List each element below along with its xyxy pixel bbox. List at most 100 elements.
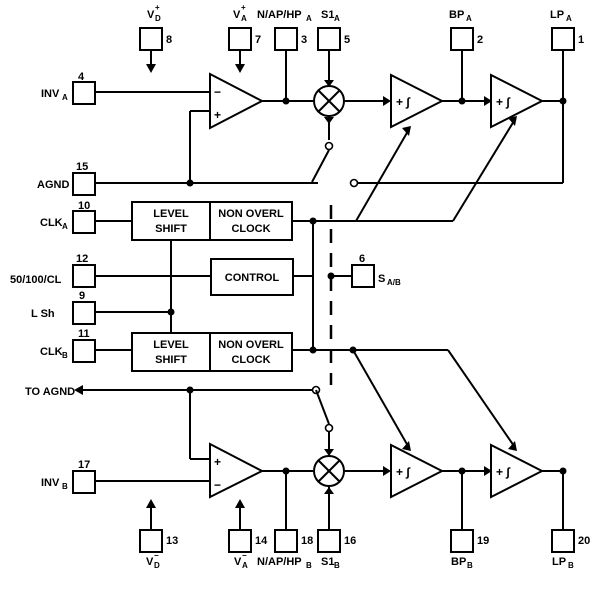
svg-text:50/100/CL: 50/100/CL <box>10 274 62 286</box>
pin-clkb: CLK B 11 <box>40 328 132 363</box>
svg-text:19: 19 <box>477 535 489 547</box>
nonoverl-clock-a: NON OVERL CLOCK <box>209 116 517 241</box>
svg-text:CLOCK: CLOCK <box>231 223 270 235</box>
control-block: CONTROL <box>210 258 313 296</box>
svg-text:−: − <box>214 85 221 99</box>
svg-text:B: B <box>467 561 473 570</box>
svg-text:5: 5 <box>344 34 350 46</box>
svg-text:B: B <box>306 561 312 570</box>
svg-text:B: B <box>568 561 574 570</box>
nonoverl-clock-b: NON OVERL CLOCK <box>209 332 517 451</box>
pin-ratio: 50/100/CL 12 <box>10 253 211 288</box>
svg-text:A/B: A/B <box>387 278 401 287</box>
pin-va-minus: 14 V A − <box>228 499 268 570</box>
svg-text:10: 10 <box>78 200 90 212</box>
pin-inva: INV A 4 <box>41 71 212 105</box>
pin-lsh: L Sh 9 <box>31 290 171 325</box>
pin-sab: 6 S A/B <box>327 253 401 288</box>
svg-text:+: + <box>241 3 246 12</box>
svg-text:B: B <box>334 561 340 570</box>
svg-text:A: A <box>242 561 248 570</box>
switch-a <box>311 141 563 188</box>
pin-vd-minus: 13 V D − <box>139 499 178 570</box>
svg-text:B: B <box>62 351 68 360</box>
svg-text:6: 6 <box>359 253 365 265</box>
svg-text:+ ∫: + ∫ <box>496 465 511 479</box>
svg-text:+: + <box>214 455 221 469</box>
svg-text:CONTROL: CONTROL <box>225 272 280 284</box>
integrator-a2: + ∫ <box>490 50 567 183</box>
pin-agnd: AGND 15 <box>37 161 318 196</box>
svg-text:CLK: CLK <box>40 217 63 229</box>
svg-text:+: + <box>155 3 160 12</box>
svg-text:N/AP/HP: N/AP/HP <box>257 9 302 21</box>
pin-vd-plus: 8 V D + <box>139 3 172 73</box>
pin-lpb: 20 LP B <box>551 529 590 570</box>
svg-text:LEVEL: LEVEL <box>153 208 189 220</box>
svg-text:9: 9 <box>79 290 85 302</box>
svg-text:NON OVERL: NON OVERL <box>218 208 284 220</box>
svg-text:CLOCK: CLOCK <box>231 354 270 366</box>
svg-text:18: 18 <box>301 535 313 547</box>
svg-text:V: V <box>147 9 155 21</box>
svg-text:CLK: CLK <box>40 346 63 358</box>
pin-s1b: 16 S1 B <box>317 529 356 570</box>
svg-text:N/AP/HP: N/AP/HP <box>257 556 302 568</box>
svg-text:A: A <box>62 222 68 231</box>
pin-s1a: 5 S1 A <box>317 9 350 51</box>
svg-text:L Sh: L Sh <box>31 308 55 320</box>
svg-text:A: A <box>466 14 472 23</box>
svg-text:17: 17 <box>78 459 90 471</box>
summing-node-b <box>313 432 391 530</box>
svg-text:AGND: AGND <box>37 179 69 191</box>
pin-nap-hp-a: 3 N/AP/HP A <box>257 9 312 51</box>
svg-text:NON OVERL: NON OVERL <box>218 339 284 351</box>
svg-text:TO AGND: TO AGND <box>25 386 75 398</box>
svg-text:SHIFT: SHIFT <box>155 354 187 366</box>
svg-text:16: 16 <box>344 535 356 547</box>
svg-text:−: − <box>242 551 247 560</box>
pin-clka: CLK A 10 <box>40 200 132 234</box>
integrator-b2: + ∫ <box>490 443 567 530</box>
svg-text:INV: INV <box>41 88 60 100</box>
svg-text:S: S <box>378 273 385 285</box>
svg-text:LP: LP <box>550 9 564 21</box>
svg-text:V: V <box>146 556 154 568</box>
pin-nap-hp-b: 18 N/AP/HP B <box>257 529 313 570</box>
svg-text:+ ∫: + ∫ <box>496 95 511 109</box>
svg-text:A: A <box>334 14 340 23</box>
svg-text:A: A <box>566 14 572 23</box>
svg-text:LEVEL: LEVEL <box>153 339 189 351</box>
svg-text:7: 7 <box>255 34 261 46</box>
svg-text:V: V <box>233 9 241 21</box>
svg-text:12: 12 <box>76 253 88 265</box>
svg-text:A: A <box>62 93 68 102</box>
switch-b <box>311 385 334 433</box>
pin-lpa: 1 LP A <box>550 9 584 51</box>
svg-text:20: 20 <box>578 535 590 547</box>
svg-text:BP: BP <box>449 9 464 21</box>
level-shift-a: LEVEL SHIFT <box>131 201 211 241</box>
level-shift-b: LEVEL SHIFT <box>131 332 211 372</box>
svg-text:B: B <box>62 482 68 491</box>
integrator-a1: + ∫ <box>390 50 492 129</box>
svg-text:11: 11 <box>78 328 90 340</box>
summing-node-a <box>313 50 391 140</box>
svg-text:−: − <box>154 551 159 560</box>
svg-text:+ ∫: + ∫ <box>396 465 411 479</box>
svg-text:+ ∫: + ∫ <box>396 95 411 109</box>
to-agnd: TO AGND <box>25 385 312 460</box>
svg-text:LP: LP <box>552 556 566 568</box>
svg-text:15: 15 <box>76 161 88 173</box>
pin-bpb: 19 BP B <box>450 529 489 570</box>
svg-text:2: 2 <box>477 34 483 46</box>
svg-text:4: 4 <box>78 71 85 83</box>
svg-text:14: 14 <box>255 535 268 547</box>
svg-text:S1: S1 <box>321 556 334 568</box>
svg-text:D: D <box>154 561 160 570</box>
svg-text:INV: INV <box>41 477 60 489</box>
opamp-a: − + <box>189 50 313 183</box>
svg-text:13: 13 <box>166 535 178 547</box>
svg-text:S1: S1 <box>321 9 334 21</box>
svg-text:+: + <box>214 108 221 122</box>
